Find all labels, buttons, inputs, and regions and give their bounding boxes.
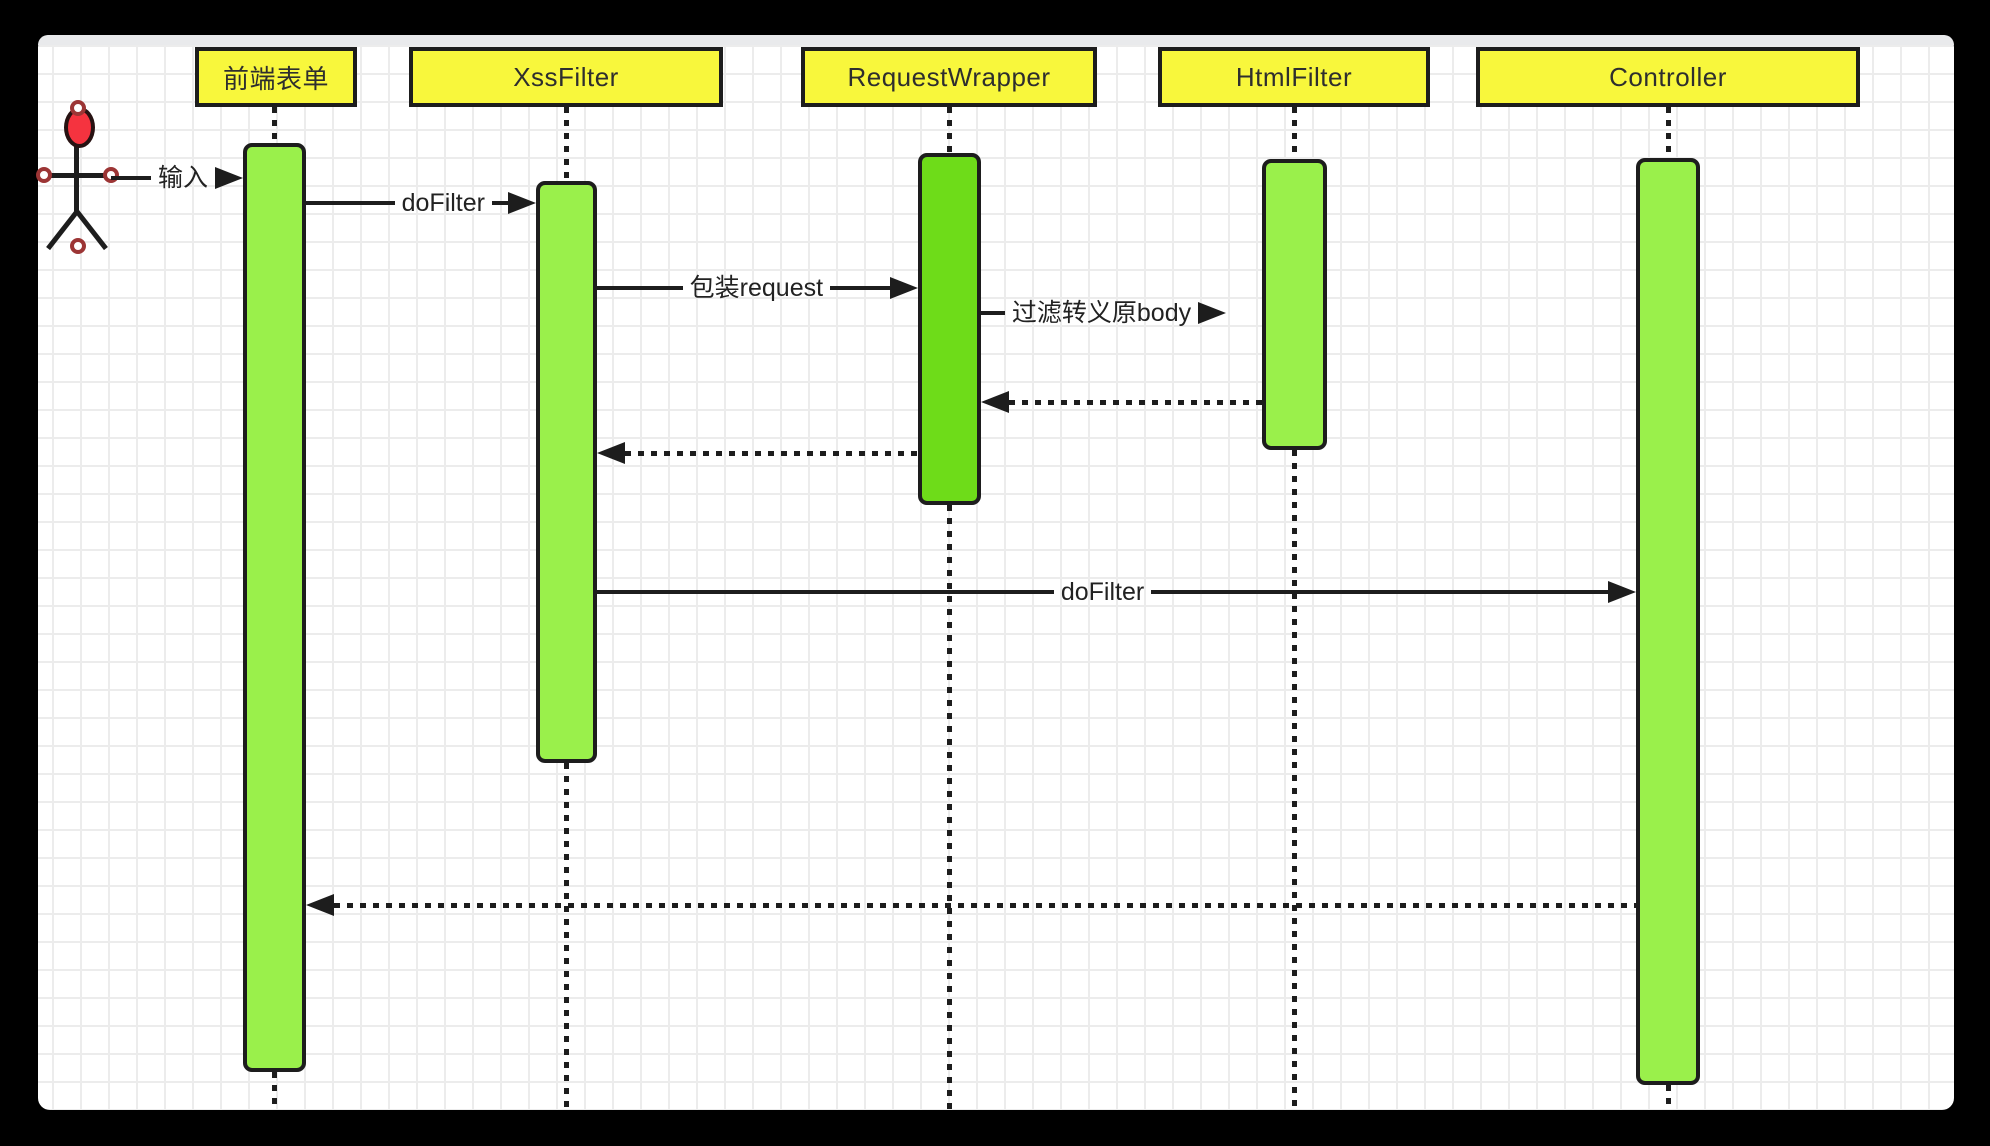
diagram-canvas[interactable] [38, 35, 1954, 1110]
message-input[interactable]: 输入 [111, 163, 243, 193]
lifeline-frontend-form-bottom [272, 1072, 277, 1110]
selection-handle[interactable] [36, 167, 52, 183]
activation-xssfilter[interactable] [536, 181, 597, 763]
lifeline-htmlfilter-bottom [1292, 450, 1297, 1110]
selection-handle[interactable] [70, 238, 86, 254]
participant-label: RequestWrapper [847, 61, 1051, 92]
lifeline-frontend-form-top [272, 107, 277, 143]
message-line [1151, 590, 1608, 594]
message-line [597, 590, 1054, 594]
activation-frontend-form[interactable] [243, 143, 306, 1072]
message-return-1[interactable] [981, 387, 1262, 417]
participant-label: Controller [1609, 61, 1727, 92]
participant-controller[interactable]: Controller [1476, 47, 1860, 107]
participant-label: XssFilter [513, 61, 619, 92]
participant-htmlfilter[interactable]: HtmlFilter [1158, 47, 1430, 107]
arrowhead-right-icon [1608, 581, 1636, 603]
message-label: 输入 [157, 163, 208, 192]
message-return-2[interactable] [597, 438, 918, 468]
message-line [981, 311, 1005, 315]
arrowhead-right-icon [508, 192, 536, 214]
message-dofilter-2[interactable]: doFilter [597, 577, 1636, 607]
message-return-line [334, 902, 1636, 908]
activation-htmlfilter[interactable] [1262, 159, 1327, 450]
message-filter-escape-body[interactable]: 过滤转义原body [981, 298, 1262, 328]
activation-requestwrapper[interactable] [918, 153, 981, 505]
arrowhead-left-icon [306, 894, 334, 916]
lifeline-controller-top [1666, 107, 1671, 158]
lifeline-xssfilter-top [564, 107, 569, 181]
lifeline-requestwrapper-bottom [947, 505, 952, 1110]
arrowhead-right-icon [1198, 302, 1227, 324]
lifeline-controller-bottom [1666, 1085, 1671, 1110]
message-label: 过滤转义原body [1011, 298, 1192, 327]
participant-requestwrapper[interactable]: RequestWrapper [801, 47, 1097, 107]
arrowhead-right-icon [215, 167, 243, 189]
participant-xssfilter[interactable]: XssFilter [409, 47, 723, 107]
message-line [111, 176, 151, 180]
arrowhead-left-icon [597, 442, 625, 464]
message-dofilter-1[interactable]: doFilter [306, 188, 536, 218]
message-line [830, 286, 890, 290]
arrowhead-left-icon [981, 391, 1009, 413]
message-return-3[interactable] [306, 890, 1636, 920]
message-line [492, 201, 508, 205]
message-return-line [1009, 399, 1262, 405]
message-label: 包装request [689, 273, 824, 302]
activation-controller[interactable] [1636, 158, 1700, 1085]
selection-handle[interactable] [70, 100, 86, 116]
lifeline-xssfilter-bottom [564, 763, 569, 1110]
message-line [597, 286, 683, 290]
arrowhead-right-icon [890, 277, 918, 299]
lifeline-requestwrapper-top [947, 107, 952, 153]
message-wrap-request[interactable]: 包装request [597, 273, 918, 303]
actor-body [74, 145, 79, 213]
canvas-top-strip [38, 35, 1954, 45]
participant-label: 前端表单 [222, 63, 329, 94]
message-line [306, 201, 395, 205]
participant-label: HtmlFilter [1235, 61, 1353, 92]
message-label: doFilter [401, 188, 485, 217]
actor-arms [40, 173, 114, 178]
participant-frontend-form[interactable]: 前端表单 [195, 47, 357, 107]
lifeline-htmlfilter-top [1292, 107, 1297, 159]
message-label: doFilter [1060, 577, 1145, 606]
message-return-line [625, 450, 918, 456]
